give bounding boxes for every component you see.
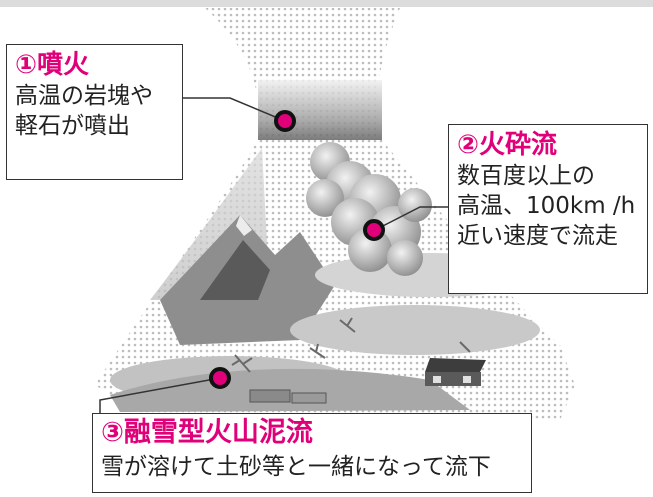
callout-pyroclastic-flow-number: ②	[457, 130, 480, 160]
callout-lahar-line-1: 雪が溶けて土砂等と一緒になって流下	[101, 454, 491, 480]
callout-eruption-line-1: 高温の岩塊や	[15, 83, 153, 109]
marker-lahar	[209, 367, 231, 389]
callout-eruption-number: ①	[15, 50, 38, 80]
pyroclastic-cloud	[306, 142, 432, 276]
callout-eruption: ①噴火 高温の岩塊や 軽石が噴出	[6, 44, 183, 180]
marker-eruption	[274, 110, 296, 132]
callout-lahar-number: ③	[101, 417, 124, 448]
top-band	[0, 0, 653, 7]
mountain-snow	[236, 215, 252, 236]
callout-pyroclastic-flow-line-2: 高温、100km /h	[457, 193, 636, 219]
marker-pyroclastic-flow	[363, 219, 385, 241]
mountain-shadow	[200, 240, 270, 300]
callout-pyroclastic-flow-title: ②火砕流	[457, 130, 558, 160]
trees	[231, 317, 471, 373]
buildings-lower	[249, 389, 327, 404]
leader-lines	[99, 97, 448, 413]
plain-mid	[290, 305, 540, 355]
callout-eruption-line-2: 軽石が噴出	[15, 113, 130, 139]
house	[425, 358, 486, 386]
callout-lahar-title: ③融雪型火山泥流	[101, 417, 313, 448]
callout-eruption-title: ①噴火	[15, 50, 90, 80]
callout-lahar: ③融雪型火山泥流 雪が溶けて土砂等と一緒になって流下	[92, 413, 532, 493]
callout-pyroclastic-flow: ②火砕流 数百度以上の 高温、100km /h 近い速度で流走	[448, 124, 648, 294]
crater-smoke	[258, 80, 382, 155]
callout-pyroclastic-flow-line-1: 数百度以上の	[457, 163, 595, 189]
callout-pyroclastic-flow-line-3: 近い速度で流走	[457, 223, 618, 249]
